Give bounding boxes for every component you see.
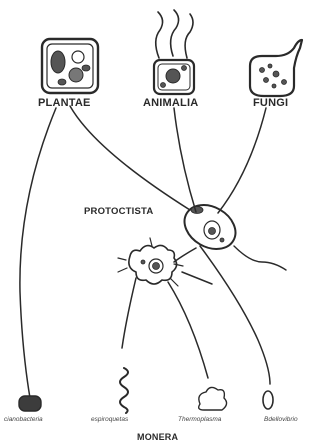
kingdom-label-monera: MONERA: [137, 432, 178, 442]
organism-label-bdellovibrio: Bdellovibrio: [264, 416, 298, 423]
thermoplasma-icon: [199, 387, 227, 410]
plant-cell-icon: [42, 39, 98, 93]
protist-cell-icon: [177, 196, 286, 270]
kingdom-label-animalia: ANIMALIA: [143, 97, 198, 109]
fungi-cell-icon: [250, 40, 302, 96]
animal-cell-icon: [154, 10, 194, 94]
kingdom-label-plantae: PLANTAE: [38, 97, 91, 109]
bdellovibrio-icon: [263, 391, 273, 409]
phylogeny-branches: [20, 106, 270, 398]
organism-label-spirochetes: espiroquetas: [91, 416, 128, 423]
cyanobacteria-icon: [19, 396, 41, 411]
kingdom-label-protoctista: PROTOCTISTA: [84, 206, 153, 217]
spirochete-icon: [120, 368, 128, 413]
organism-label-cyanobacteria: cianobacteria: [4, 416, 43, 423]
kingdom-label-fungi: FUNGI: [253, 97, 288, 109]
organism-label-thermoplasma: Thermoplasma: [178, 416, 221, 423]
